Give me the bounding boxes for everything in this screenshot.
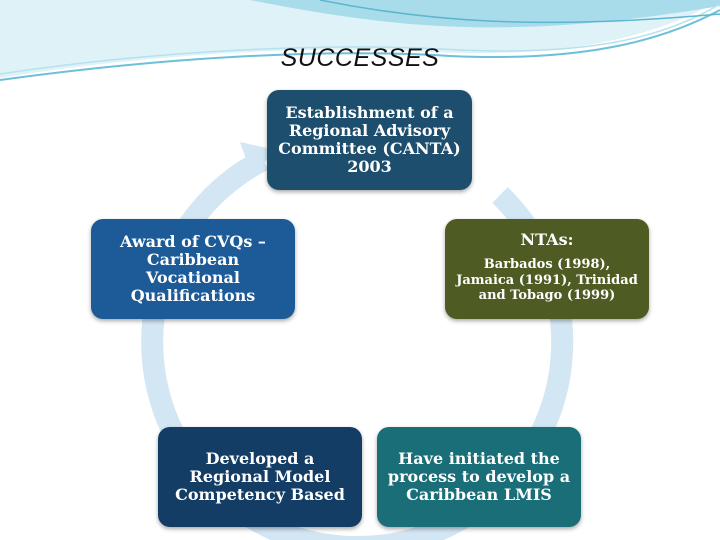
node-ntas-title: NTAs: [520,230,574,249]
cycle-node-lmis: Have initiated the process to develop a … [377,427,581,527]
node-ntas-detail: Barbados (1998), Jamaica (1991), Trinida… [456,256,638,304]
cycle-node-competency-model: Developed a Regional Model Competency Ba… [158,427,362,527]
node-canta-text: Establishment of a Regional Advisory Com… [278,103,461,176]
slide-title: SUCCESSES [280,44,440,72]
node-lmis-text: Have initiated the process to develop a … [387,449,571,504]
cycle-node-canta: Establishment of a Regional Advisory Com… [267,90,472,190]
cycle-node-cvqs: Award of CVQs – Caribbean Vocational Qua… [91,219,295,319]
node-cvqs-text: Award of CVQs – Caribbean Vocational Qua… [120,232,266,305]
node-competency-text: Developed a Regional Model Competency Ba… [175,449,345,504]
header-wave-decoration [0,0,720,81]
cycle-node-ntas: NTAs: Barbados (1998), Jamaica (1991), T… [445,219,649,319]
